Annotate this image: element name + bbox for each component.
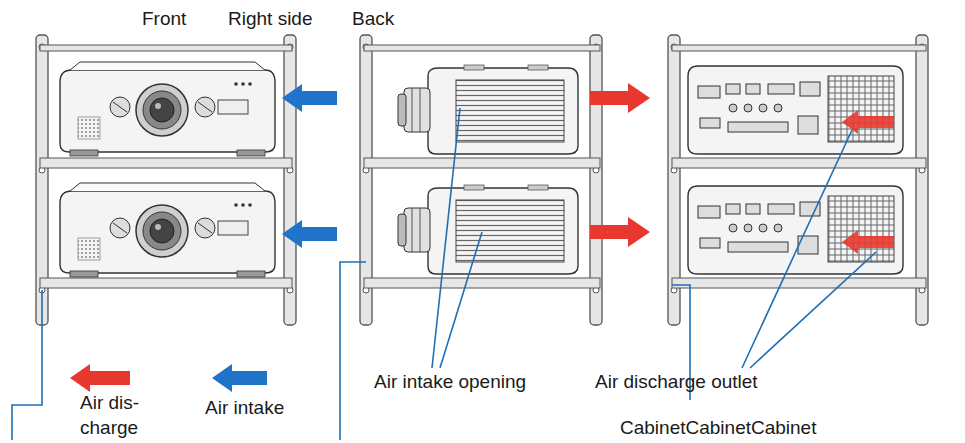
view-label: Front: [142, 6, 186, 32]
view-label: Right side: [228, 6, 313, 32]
view-label: Back: [352, 6, 394, 32]
airflow-label: Air intake: [205, 395, 284, 421]
cabinet-label: CabinetCabinetCabinet: [620, 415, 816, 441]
part-label: Air intake opening: [374, 369, 526, 395]
part-label: Air discharge outlet: [595, 369, 758, 395]
airflow-label: Air dis- charge: [80, 390, 162, 441]
